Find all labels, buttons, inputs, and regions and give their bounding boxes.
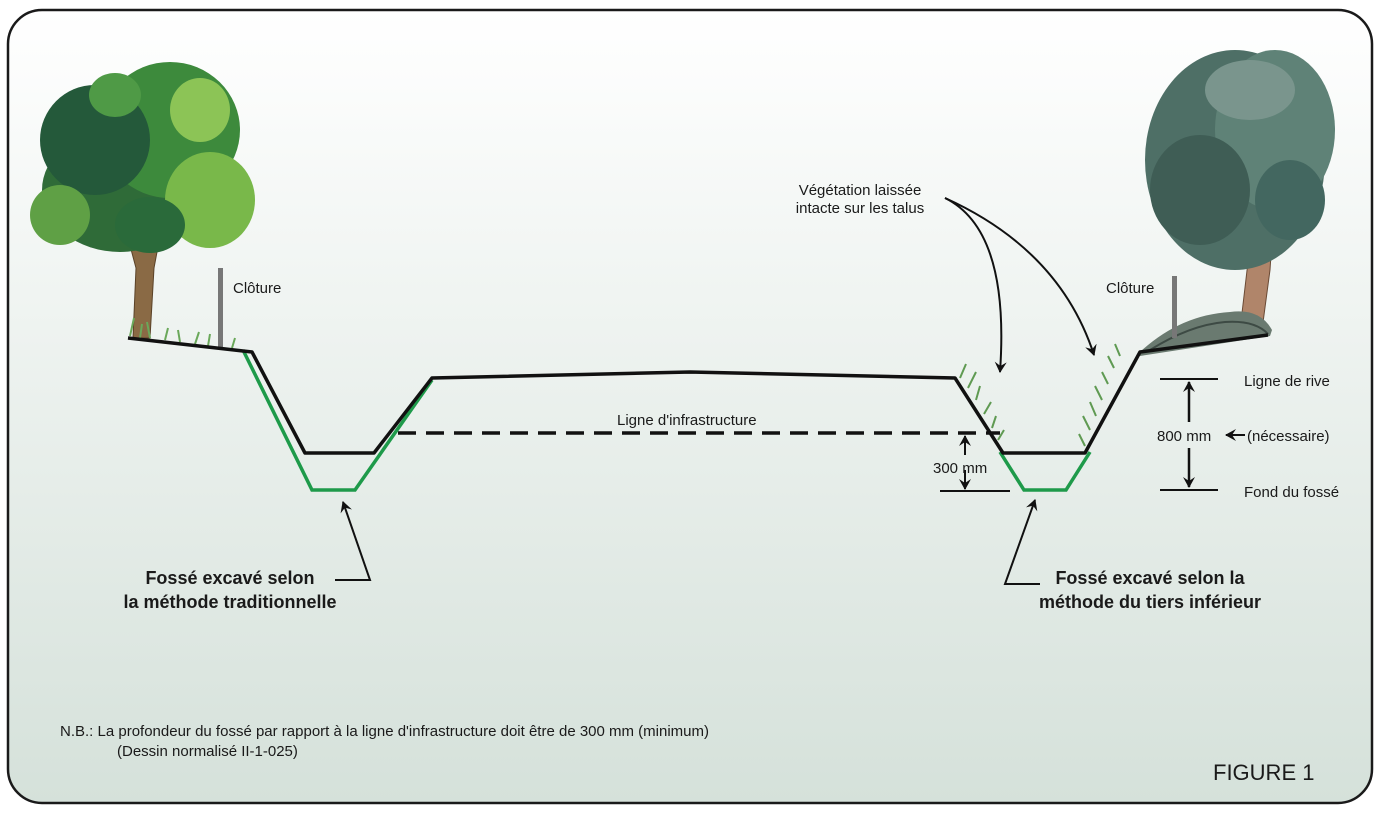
fence-post-icon: [1172, 276, 1177, 338]
tree-left-icon: [30, 62, 255, 339]
caption-traditional-line2: la méthode traditionnelle: [123, 592, 337, 612]
ground-profile: [127, 333, 1269, 455]
lower-third-excavation-profile: [998, 451, 1092, 492]
arrow-icon: [944, 197, 1007, 373]
arrow-icon: [335, 501, 372, 581]
vegetation-label: Végétation laissée intacte sur les talus: [770, 182, 950, 218]
figure-frame: [6, 8, 1374, 805]
caption-lower-third: Fossé excavé selon la méthode du tiers i…: [1010, 566, 1290, 614]
infrastructure-label: Ligne d'infrastructure: [617, 412, 757, 429]
traditional-excavation-profile: [241, 349, 434, 492]
vegetation-label-line1: Végétation laissée: [798, 182, 922, 199]
footnote-line1: N.B.: La profondeur du fossé par rapport…: [60, 723, 710, 740]
caption-lower-third-line1: Fossé excavé selon la: [1055, 568, 1245, 588]
caption-traditional-line1: Fossé excavé selon: [145, 568, 315, 588]
vegetation-label-line2: intacte sur les talus: [795, 200, 925, 217]
arrow-icon: [1003, 499, 1040, 585]
necessaire-label: (nécessaire): [1247, 428, 1330, 445]
ligne-de-rive-label: Ligne de rive: [1244, 373, 1330, 390]
fence-label-right: Clôture: [1106, 280, 1155, 297]
depth-800-label: 800 mm: [1157, 428, 1212, 445]
depth-300-label: 300 mm: [933, 460, 988, 477]
figure-label: FIGURE 1: [1213, 760, 1315, 785]
fence-label-left: Clôture: [233, 280, 282, 297]
arrow-icon: [944, 197, 1097, 356]
fence-post-icon: [218, 268, 223, 348]
fond-du-fosse-label: Fond du fossé: [1244, 484, 1340, 501]
tree-right-icon: [1140, 50, 1335, 356]
caption-lower-third-line2: méthode du tiers inférieur: [1038, 592, 1262, 612]
footnote-line2: (Dessin normalisé II-1-025): [117, 743, 298, 760]
grass-icon: [129, 317, 1121, 447]
caption-traditional: Fossé excavé selon la méthode traditionn…: [100, 566, 360, 614]
